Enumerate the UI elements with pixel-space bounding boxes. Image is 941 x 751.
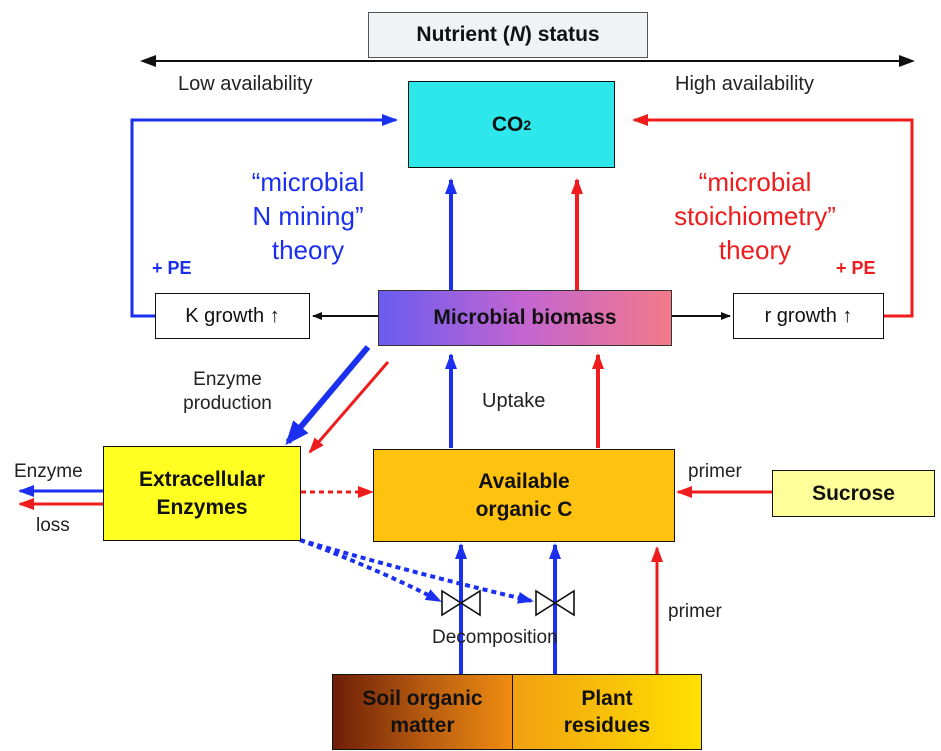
plant-residues-line1: Plant [581, 687, 633, 710]
stoichiometry-theory-line1: “microbial [698, 167, 812, 197]
decomposition-label: Decomposition [432, 627, 558, 648]
enzyme-production-blue-arrow [285, 345, 371, 446]
uptake-label: Uptake [482, 390, 546, 412]
status-axis-right-arrowhead [899, 55, 915, 67]
k-growth-box: K growth ↑ [155, 293, 310, 339]
status-axis-left-arrowhead [140, 55, 156, 67]
plant-residues-box: Plant residues [512, 674, 702, 750]
enzyme-loss-label-bottom: loss [36, 515, 70, 536]
co2-subscript: 2 [523, 116, 532, 133]
n-mining-theory-line3: theory [271, 235, 345, 265]
n-mining-theory-label: “microbial N mining” theory [223, 165, 393, 267]
r-growth-to-co2-arrow [632, 114, 914, 318]
co2-label: CO [491, 112, 524, 136]
enzymes-to-valve-left-dotted-arrow [299, 538, 442, 603]
enzyme-production-red-arrow [308, 361, 390, 454]
microbial-biomass-box: Microbial biomass [378, 290, 672, 346]
extracellular-enzymes-line1: Extracellular [138, 467, 266, 491]
enzyme-loss-label-top: Enzyme [14, 461, 83, 482]
pe-left-label: + PE [152, 258, 192, 278]
soil-organic-matter-line1: Soil organic [362, 687, 483, 710]
low-availability-label: Low availability [178, 73, 313, 95]
r-growth-box: r growth ↑ [733, 293, 884, 339]
nutrient-status-variable: N [509, 23, 525, 46]
primer-sucrose-label: primer [688, 461, 742, 482]
enzyme-production-line2: production [183, 393, 272, 414]
k-growth-to-co2-arrow [130, 114, 398, 318]
nutrient-status-box: Nutrient (N) status [368, 12, 648, 58]
nutrient-status-prefix: Nutrient ( [416, 23, 510, 46]
pe-right-label: + PE [836, 258, 876, 278]
nutrient-status-suffix: ) status [524, 23, 600, 46]
available-organic-c-line2: organic C [475, 497, 573, 521]
n-mining-theory-line1: “microbial [251, 167, 365, 197]
extracellular-enzymes-box: Extracellular Enzymes [103, 446, 301, 541]
valve-icon [441, 589, 481, 617]
soil-organic-matter-line2: matter [390, 714, 455, 737]
stoichiometry-theory-line3: theory [718, 235, 792, 265]
n-mining-theory-line2: N mining” [252, 201, 364, 231]
sucrose-box: Sucrose [772, 470, 935, 517]
available-organic-c-line1: Available [478, 469, 570, 493]
stoichiometry-theory-label: “microbial stoichiometry” theory [655, 165, 855, 267]
primer-plant-label: primer [668, 601, 722, 622]
valve-icon [535, 589, 575, 617]
enzymes-to-valve-right-dotted-arrow [299, 538, 534, 604]
available-organic-c-box: Available organic C [373, 449, 675, 542]
enzyme-production-line1: Enzyme [193, 369, 262, 390]
stoichiometry-theory-line2: stoichiometry” [674, 201, 836, 231]
enzyme-production-label: Enzyme production [160, 368, 295, 416]
extracellular-enzymes-line2: Enzymes [156, 495, 248, 519]
high-availability-label: High availability [675, 73, 814, 95]
soil-organic-matter-box: Soil organic matter [332, 674, 512, 750]
plant-residues-line2: residues [563, 714, 651, 737]
